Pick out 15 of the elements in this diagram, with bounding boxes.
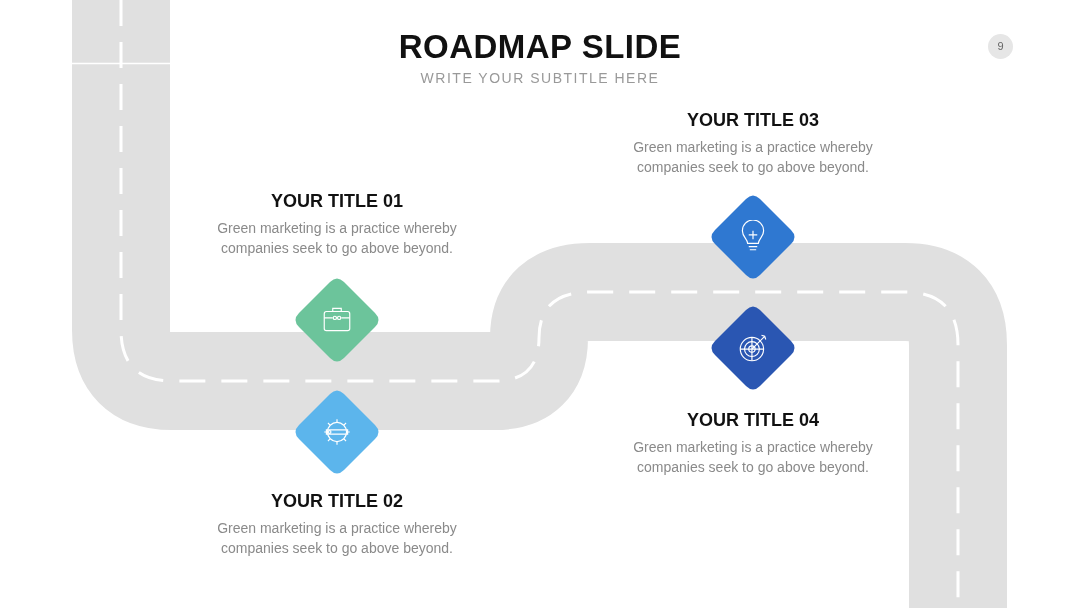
step-title: YOUR TITLE 04 bbox=[686, 410, 820, 431]
slide-title: ROADMAP SLIDE bbox=[397, 28, 683, 66]
page-number: 9 bbox=[988, 34, 1013, 59]
subtitle: WRITE YOUR SUBTITLE HERE bbox=[419, 70, 661, 86]
diamond-badge bbox=[295, 278, 379, 362]
step-title: YOUR TITLE 03 bbox=[686, 110, 820, 131]
step-title: YOUR TITLE 01 bbox=[270, 191, 404, 212]
diamond-badge bbox=[711, 195, 795, 279]
diamond-badge bbox=[711, 306, 795, 390]
step-description: Green marketing is a practice whereby companies seek to go above beyond. bbox=[633, 138, 873, 177]
step-description: Green marketing is a practice whereby companies seek to go above beyond. bbox=[217, 519, 457, 558]
step-description: Green marketing is a practice whereby companies seek to go above beyond. bbox=[633, 438, 873, 477]
step-description: Green marketing is a practice whereby companies seek to go above beyond. bbox=[217, 219, 457, 258]
step-title: YOUR TITLE 02 bbox=[270, 491, 404, 512]
diamond-badge bbox=[295, 390, 379, 474]
